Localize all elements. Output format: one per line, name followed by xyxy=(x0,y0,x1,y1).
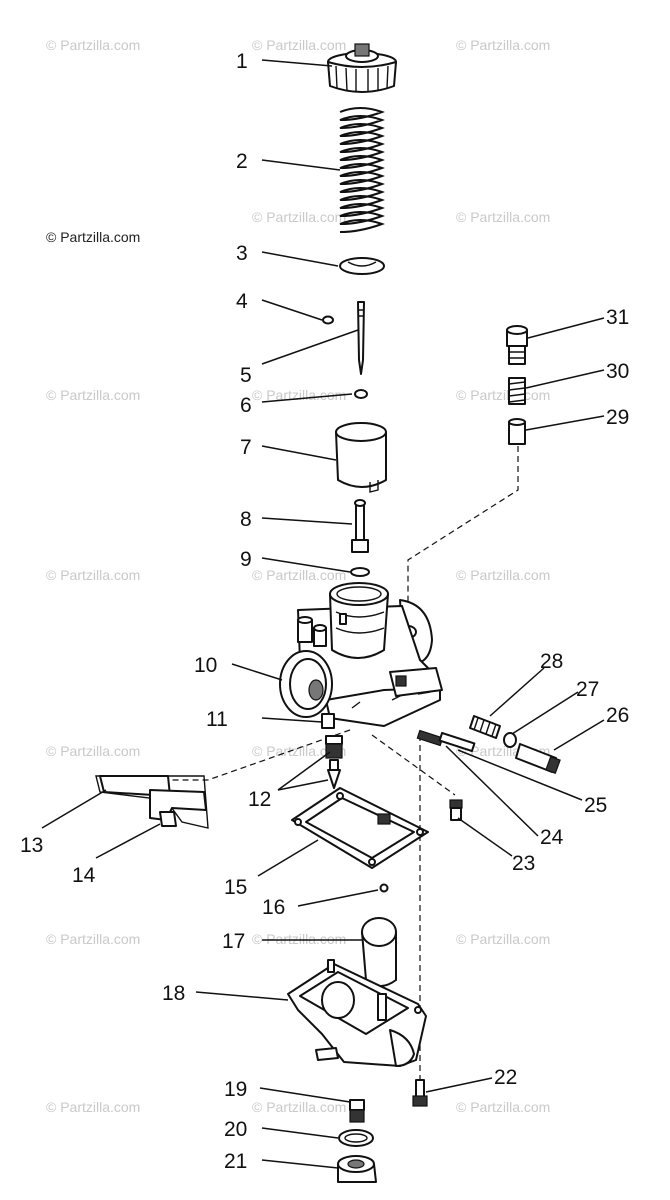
callout-8: 8 xyxy=(240,508,252,531)
watermark: © Partzilla.com xyxy=(252,387,346,403)
float-bowl-gasket xyxy=(291,787,429,869)
drain-plug xyxy=(349,1099,365,1123)
needle-jet-oring xyxy=(350,567,370,577)
watermark: © Partzilla.com xyxy=(456,387,550,403)
drain-nut xyxy=(337,1155,377,1183)
callout-20: 20 xyxy=(224,1118,247,1141)
drain-oring xyxy=(338,1129,374,1147)
carburetor-cap xyxy=(327,43,397,93)
callout-6: 6 xyxy=(240,394,252,417)
callout-13: 13 xyxy=(20,834,43,857)
spring-seat xyxy=(339,257,385,275)
carburetor-body xyxy=(279,582,443,727)
watermark: © Partzilla.com xyxy=(46,37,140,53)
throttle-stop-spring xyxy=(469,715,501,739)
callout-11: 11 xyxy=(206,708,228,731)
callout-30: 30 xyxy=(606,360,629,383)
callout-18: 18 xyxy=(162,982,185,1005)
throttle-stop-screw xyxy=(515,743,561,775)
jet-needle xyxy=(357,301,365,375)
pilot-screw-nut xyxy=(508,418,526,445)
throttle-stop-washer xyxy=(503,732,517,748)
idle-adjust-screw xyxy=(416,729,476,753)
watermark: © Partzilla.com xyxy=(46,743,140,759)
callout-16: 16 xyxy=(262,896,285,919)
watermark: © Partzilla.com xyxy=(456,931,550,947)
needle-clip xyxy=(322,315,334,325)
watermark: © Partzilla.com xyxy=(456,209,550,225)
needle-jet xyxy=(351,499,369,553)
callout-12: 12 xyxy=(248,788,271,811)
watermark: © Partzilla.com xyxy=(46,567,140,583)
callout-17: 17 xyxy=(222,930,245,953)
callout-21: 21 xyxy=(224,1150,247,1173)
float-pin xyxy=(379,883,389,893)
callout-14: 14 xyxy=(72,864,96,887)
watermark: © Partzilla.com xyxy=(456,1099,550,1115)
drain-screw xyxy=(449,799,463,821)
callout-15: 15 xyxy=(224,876,247,899)
main-jet xyxy=(321,713,335,729)
watermark-layer: © Partzilla.com © Partzilla.com © Partzi… xyxy=(46,37,550,1115)
callout-9: 9 xyxy=(240,548,252,571)
callout-4: 4 xyxy=(236,290,248,313)
float-level-gauge xyxy=(95,775,209,829)
watermark: © Partzilla.com xyxy=(456,567,550,583)
watermark: © Partzilla.com xyxy=(252,743,346,759)
float-bowl xyxy=(287,959,427,1067)
callout-19: 19 xyxy=(224,1078,247,1101)
callout-7: 7 xyxy=(240,436,252,459)
bowl-screw xyxy=(412,1079,428,1107)
pilot-air-screw xyxy=(506,325,528,365)
watermark: © Partzilla.com xyxy=(46,1099,140,1115)
carburetor-float xyxy=(361,917,397,987)
callout-10: 10 xyxy=(194,654,217,677)
callout-26: 26 xyxy=(606,704,629,727)
watermark: © Partzilla.com xyxy=(252,931,346,947)
callout-24: 24 xyxy=(540,826,564,849)
callout-5: 5 xyxy=(240,364,252,387)
callout-28: 28 xyxy=(540,650,563,673)
callout-23: 23 xyxy=(512,852,535,875)
watermark: © Partzilla.com xyxy=(252,567,346,583)
needle-valve-seat xyxy=(325,735,343,789)
throttle-spring xyxy=(339,107,385,233)
callout-31: 31 xyxy=(606,306,629,329)
callout-22: 22 xyxy=(494,1066,517,1089)
watermark: © Partzilla.com xyxy=(46,931,140,947)
leader-lines xyxy=(41,59,605,1169)
callout-25: 25 xyxy=(584,794,607,817)
callout-29: 29 xyxy=(606,406,629,429)
watermark: © Partzilla.com xyxy=(252,1099,346,1115)
callout-labels: 1 2 3 4 5 6 7 8 9 10 11 12 13 14 15 16 1… xyxy=(20,50,629,1173)
watermark: © Partzilla.com xyxy=(456,37,550,53)
watermark: © Partzilla.com xyxy=(46,387,140,403)
watermark: © Partzilla.com xyxy=(252,37,346,53)
callout-2: 2 xyxy=(236,150,248,173)
copyright-notice: © Partzilla.com xyxy=(46,229,140,245)
callout-3: 3 xyxy=(236,242,248,265)
needle-washer xyxy=(354,389,368,399)
watermark: © Partzilla.com xyxy=(252,209,346,225)
pilot-screw-spring xyxy=(508,377,526,405)
callout-27: 27 xyxy=(576,678,599,701)
throttle-valve xyxy=(335,422,387,493)
callout-1: 1 xyxy=(236,50,248,73)
